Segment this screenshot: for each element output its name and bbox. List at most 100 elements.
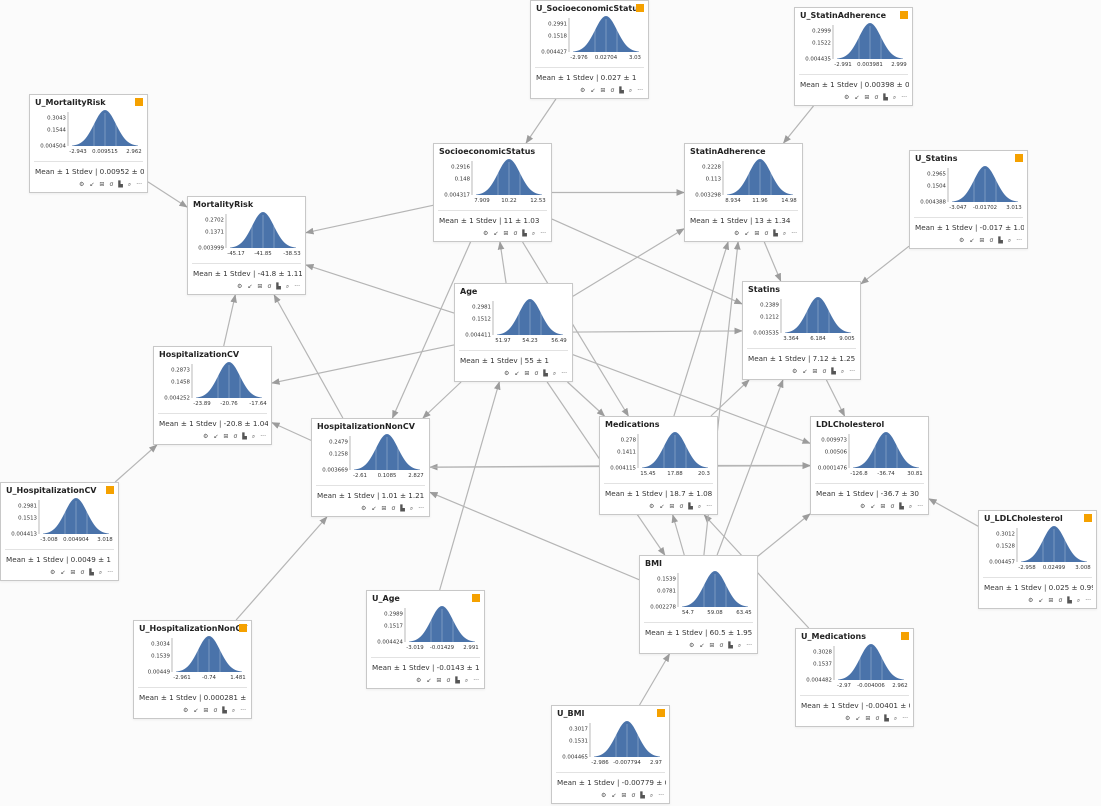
grid-icon[interactable]: ⊞ [880, 503, 886, 510]
more-icon[interactable]: ··· [706, 503, 712, 510]
sigma-icon[interactable]: σ [631, 792, 636, 799]
grid-icon[interactable]: ⊞ [812, 368, 818, 375]
histogram-icon[interactable]: ▙ [640, 792, 645, 799]
more-icon[interactable]: ··· [791, 230, 797, 237]
sigma-icon[interactable]: σ [534, 370, 539, 377]
settings-icon[interactable]: ⚙ [79, 181, 85, 188]
more-icon[interactable]: ··· [849, 368, 855, 375]
zoom-icon[interactable]: ⌕ [409, 505, 414, 512]
settings-icon[interactable]: ⚙ [183, 707, 189, 714]
zoom-icon[interactable]: ⌕ [552, 370, 557, 377]
arrow-in-icon[interactable]: ↙ [247, 283, 253, 290]
histogram-icon[interactable]: ▙ [400, 505, 405, 512]
grid-icon[interactable]: ⊞ [979, 237, 985, 244]
arrow-in-icon[interactable]: ↙ [514, 370, 520, 377]
sigma-icon[interactable]: σ [874, 94, 879, 101]
more-icon[interactable]: ··· [1085, 597, 1091, 604]
histogram-icon[interactable]: ▙ [522, 230, 527, 237]
arrow-in-icon[interactable]: ↙ [855, 715, 861, 722]
settings-icon[interactable]: ⚙ [689, 642, 695, 649]
sigma-icon[interactable]: σ [719, 642, 724, 649]
sigma-icon[interactable]: σ [513, 230, 518, 237]
arrow-in-icon[interactable]: ↙ [426, 677, 432, 684]
grid-icon[interactable]: ⊞ [257, 283, 263, 290]
more-icon[interactable]: ··· [746, 642, 752, 649]
more-icon[interactable]: ··· [107, 569, 113, 576]
grid-icon[interactable]: ⊞ [1048, 597, 1054, 604]
zoom-icon[interactable]: ⌕ [628, 87, 633, 94]
grid-icon[interactable]: ⊞ [381, 505, 387, 512]
more-icon[interactable]: ··· [473, 677, 479, 684]
settings-icon[interactable]: ⚙ [649, 503, 655, 510]
more-icon[interactable]: ··· [902, 715, 908, 722]
grid-icon[interactable]: ⊞ [621, 792, 627, 799]
zoom-icon[interactable]: ⌕ [649, 792, 654, 799]
zoom-icon[interactable]: ⌕ [840, 368, 845, 375]
arrow-in-icon[interactable]: ↙ [870, 503, 876, 510]
histogram-icon[interactable]: ▙ [998, 237, 1003, 244]
arrow-in-icon[interactable]: ↙ [371, 505, 377, 512]
histogram-icon[interactable]: ▙ [118, 181, 123, 188]
grid-icon[interactable]: ⊞ [864, 94, 870, 101]
zoom-icon[interactable]: ⌕ [908, 503, 913, 510]
settings-icon[interactable]: ⚙ [845, 715, 851, 722]
histogram-icon[interactable]: ▙ [89, 569, 94, 576]
more-icon[interactable]: ··· [658, 792, 664, 799]
settings-icon[interactable]: ⚙ [792, 368, 798, 375]
more-icon[interactable]: ··· [136, 181, 142, 188]
histogram-icon[interactable]: ▙ [276, 283, 281, 290]
sigma-icon[interactable]: σ [213, 707, 218, 714]
sigma-icon[interactable]: σ [679, 503, 684, 510]
histogram-icon[interactable]: ▙ [455, 677, 460, 684]
histogram-icon[interactable]: ▙ [242, 433, 247, 440]
histogram-icon[interactable]: ▙ [831, 368, 836, 375]
sigma-icon[interactable]: σ [267, 283, 272, 290]
settings-icon[interactable]: ⚙ [860, 503, 866, 510]
zoom-icon[interactable]: ⌕ [464, 677, 469, 684]
sigma-icon[interactable]: σ [822, 368, 827, 375]
more-icon[interactable]: ··· [561, 370, 567, 377]
arrow-in-icon[interactable]: ↙ [193, 707, 199, 714]
sigma-icon[interactable]: σ [446, 677, 451, 684]
arrow-in-icon[interactable]: ↙ [590, 87, 596, 94]
grid-icon[interactable]: ⊞ [709, 642, 715, 649]
arrow-in-icon[interactable]: ↙ [611, 792, 617, 799]
arrow-in-icon[interactable]: ↙ [1038, 597, 1044, 604]
zoom-icon[interactable]: ⌕ [231, 707, 236, 714]
grid-icon[interactable]: ⊞ [669, 503, 675, 510]
histogram-icon[interactable]: ▙ [619, 87, 624, 94]
histogram-icon[interactable]: ▙ [773, 230, 778, 237]
histogram-icon[interactable]: ▙ [728, 642, 733, 649]
settings-icon[interactable]: ⚙ [504, 370, 510, 377]
zoom-icon[interactable]: ⌕ [737, 642, 742, 649]
histogram-icon[interactable]: ▙ [899, 503, 904, 510]
settings-icon[interactable]: ⚙ [237, 283, 243, 290]
grid-icon[interactable]: ⊞ [203, 707, 209, 714]
grid-icon[interactable]: ⊞ [503, 230, 509, 237]
zoom-icon[interactable]: ⌕ [697, 503, 702, 510]
grid-icon[interactable]: ⊞ [99, 181, 105, 188]
more-icon[interactable]: ··· [1016, 237, 1022, 244]
grid-icon[interactable]: ⊞ [754, 230, 760, 237]
sigma-icon[interactable]: σ [989, 237, 994, 244]
settings-icon[interactable]: ⚙ [1028, 597, 1034, 604]
histogram-icon[interactable]: ▙ [222, 707, 227, 714]
sigma-icon[interactable]: σ [80, 569, 85, 576]
zoom-icon[interactable]: ⌕ [127, 181, 132, 188]
settings-icon[interactable]: ⚙ [844, 94, 850, 101]
zoom-icon[interactable]: ⌕ [285, 283, 290, 290]
arrow-in-icon[interactable]: ↙ [969, 237, 975, 244]
settings-icon[interactable]: ⚙ [959, 237, 965, 244]
